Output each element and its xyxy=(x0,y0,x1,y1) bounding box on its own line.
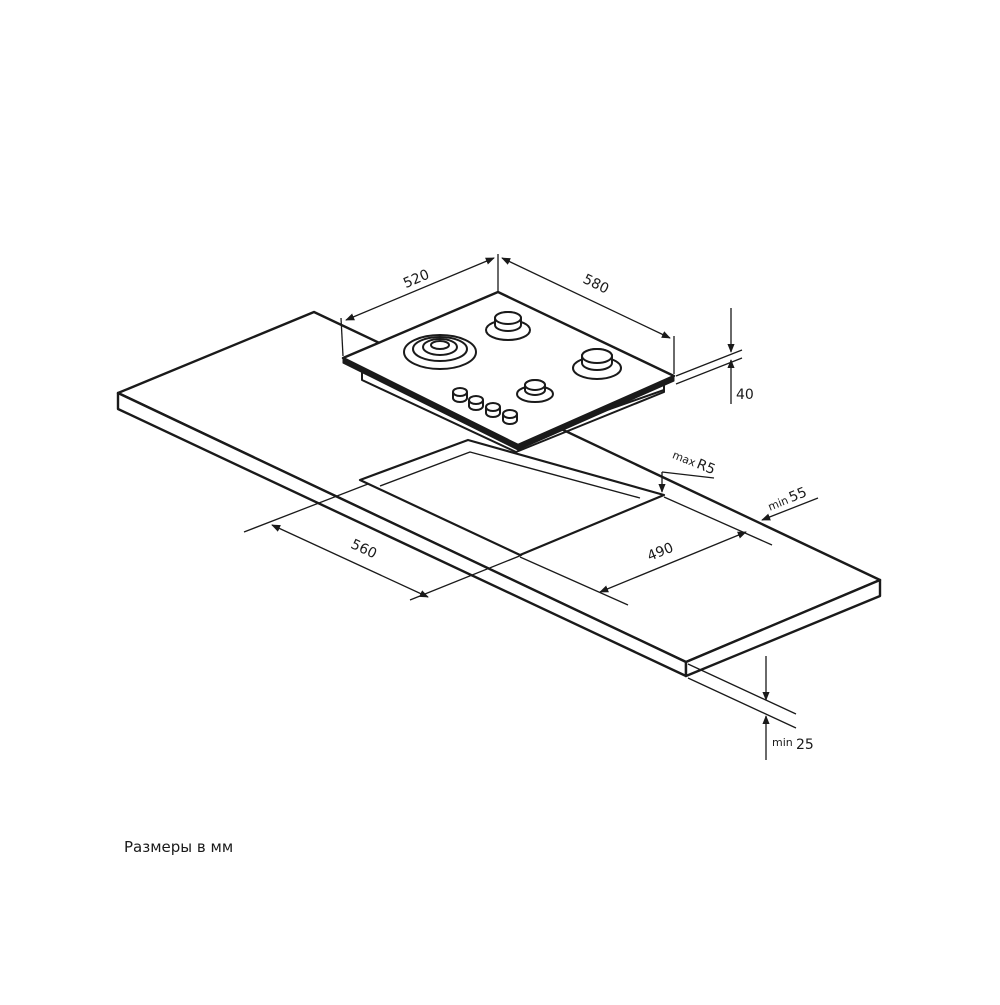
worktop-right-face xyxy=(684,578,882,678)
dim-line-cutout-width xyxy=(271,524,429,598)
svg-text:55: 55 xyxy=(787,484,810,506)
label-cutout-width: 560 xyxy=(348,536,379,562)
svg-text:min: min xyxy=(772,736,793,749)
svg-text:25: 25 xyxy=(796,737,814,753)
dim-line-hob-width xyxy=(501,257,671,339)
hob xyxy=(341,290,676,453)
dim-line-hob-depth xyxy=(345,257,495,321)
burner-right xyxy=(572,348,622,380)
knob-3 xyxy=(485,402,501,418)
dimension-lines xyxy=(243,254,819,760)
label-worktop-thickness: min 25 xyxy=(772,736,814,753)
svg-text:max: max xyxy=(670,448,698,469)
burner-front xyxy=(516,379,554,403)
cutout-inner-wall xyxy=(379,451,641,499)
units-caption: Размеры в мм xyxy=(124,838,234,856)
label-hob-width: 580 xyxy=(580,271,611,297)
knob-2 xyxy=(468,395,484,411)
svg-text:R5: R5 xyxy=(694,456,717,478)
dim-line-edge-distance xyxy=(761,497,819,521)
burner-large-wok xyxy=(403,334,477,370)
label-hob-height: 40 xyxy=(736,387,754,403)
label-hob-depth: 520 xyxy=(401,267,432,292)
cutout-opening xyxy=(358,438,666,557)
dim-line-cutout-depth xyxy=(599,531,747,593)
control-knobs xyxy=(452,387,518,425)
knob-1 xyxy=(452,387,468,403)
hob-body-edge xyxy=(361,368,665,453)
knob-4 xyxy=(502,409,518,425)
hob-glass-edge-right xyxy=(517,375,675,451)
cutout xyxy=(358,438,666,557)
